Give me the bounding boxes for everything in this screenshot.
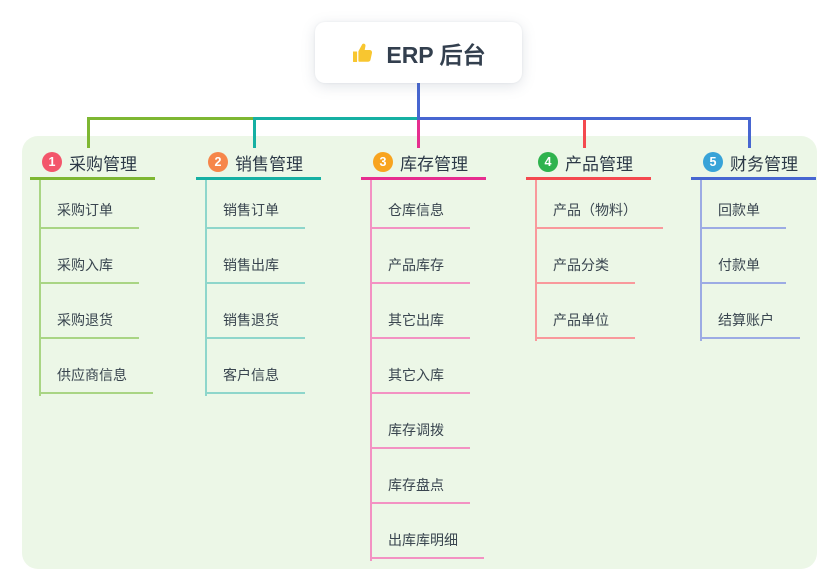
child-item-label: 其它出库 (388, 312, 444, 328)
branch-4-title: 产品管理 (565, 154, 633, 174)
branch-5-title: 财务管理 (730, 154, 798, 174)
branch-5-child-spine (700, 180, 702, 341)
child-item-label: 产品（物料） (553, 202, 637, 218)
branch-1-item-2[interactable]: 采购入库 (39, 255, 139, 284)
branch-3-child-spine (370, 180, 372, 561)
branch-5-head[interactable]: 5 财务管理 (691, 147, 816, 180)
branch-5-item-3[interactable]: 结算账户 (700, 310, 800, 339)
child-item-label: 产品库存 (388, 257, 444, 273)
branch-4-item-3[interactable]: 产品单位 (535, 310, 635, 339)
branch-2-title: 销售管理 (235, 154, 303, 174)
branch-1-title: 采购管理 (69, 154, 137, 174)
branch-2-drop-connector (253, 117, 256, 148)
child-item-label: 客户信息 (223, 367, 279, 383)
child-item-label: 仓库信息 (388, 202, 444, 218)
branch-4-item-1[interactable]: 产品（物料） (535, 200, 663, 229)
root-node[interactable]: ERP 后台 (315, 22, 522, 83)
branch-3-item-1[interactable]: 仓库信息 (370, 200, 470, 229)
branch-3-number-badge: 3 (373, 152, 393, 172)
child-item-label: 库存调拨 (388, 422, 444, 438)
branch-1-item-4[interactable]: 供应商信息 (39, 365, 153, 394)
branch-2-child-spine (205, 180, 207, 396)
branch-3-item-3[interactable]: 其它出库 (370, 310, 470, 339)
branch-2-item-3[interactable]: 销售退货 (205, 310, 305, 339)
child-item-label: 采购订单 (57, 202, 113, 218)
branch-1-child-spine (39, 180, 41, 396)
branch-2-item-2[interactable]: 销售出库 (205, 255, 305, 284)
branch-3-item-2[interactable]: 产品库存 (370, 255, 470, 284)
branch-1-item-3[interactable]: 采购退货 (39, 310, 139, 339)
child-item-label: 销售订单 (223, 202, 279, 218)
child-item-label: 其它入库 (388, 367, 444, 383)
branch-3-item-7[interactable]: 出库库明细 (370, 530, 484, 559)
root-label: ERP 后台 (386, 41, 486, 68)
child-item-label: 库存盘点 (388, 477, 444, 493)
branch-1-item-1[interactable]: 采购订单 (39, 200, 139, 229)
branch-3-drop-connector (417, 117, 420, 148)
branch-5-drop-connector (748, 117, 751, 148)
branch-3-item-4[interactable]: 其它入库 (370, 365, 470, 394)
branch-1-drop-connector (87, 117, 90, 148)
branch-2-item-1[interactable]: 销售订单 (205, 200, 305, 229)
branch-3-item-6[interactable]: 库存盘点 (370, 475, 470, 504)
branch-1-number-badge: 1 (42, 152, 62, 172)
trunk-segment-branch-5 (417, 117, 751, 120)
branch-5-item-2[interactable]: 付款单 (700, 255, 786, 284)
child-item-label: 销售出库 (223, 257, 279, 273)
child-item-label: 产品单位 (553, 312, 609, 328)
child-item-label: 付款单 (718, 257, 760, 273)
child-item-label: 结算账户 (718, 312, 774, 328)
branch-4-child-spine (535, 180, 537, 341)
branch-3-title: 库存管理 (400, 154, 468, 174)
branch-4-drop-connector (583, 117, 586, 148)
root-connector (417, 83, 420, 120)
branch-2-head[interactable]: 2 销售管理 (196, 147, 321, 180)
child-item-label: 销售退货 (223, 312, 279, 328)
branch-4-number-badge: 4 (538, 152, 558, 172)
branch-3-item-5[interactable]: 库存调拨 (370, 420, 470, 449)
branch-4-item-2[interactable]: 产品分类 (535, 255, 635, 284)
child-item-label: 供应商信息 (57, 367, 127, 383)
branch-1-head[interactable]: 1 采购管理 (30, 147, 155, 180)
branches-panel (22, 136, 817, 569)
branch-3-head[interactable]: 3 库存管理 (361, 147, 486, 180)
trunk-segment-branch-2 (253, 117, 420, 120)
child-item-label: 采购入库 (57, 257, 113, 273)
branch-2-item-4[interactable]: 客户信息 (205, 365, 305, 394)
branch-5-number-badge: 5 (703, 152, 723, 172)
child-item-label: 回款单 (718, 202, 760, 218)
child-item-label: 出库库明细 (388, 532, 458, 548)
child-item-label: 产品分类 (553, 257, 609, 273)
thumbs-up-icon (351, 41, 375, 65)
child-item-label: 采购退货 (57, 312, 113, 328)
branch-2-number-badge: 2 (208, 152, 228, 172)
branch-4-head[interactable]: 4 产品管理 (526, 147, 651, 180)
branch-5-item-1[interactable]: 回款单 (700, 200, 786, 229)
